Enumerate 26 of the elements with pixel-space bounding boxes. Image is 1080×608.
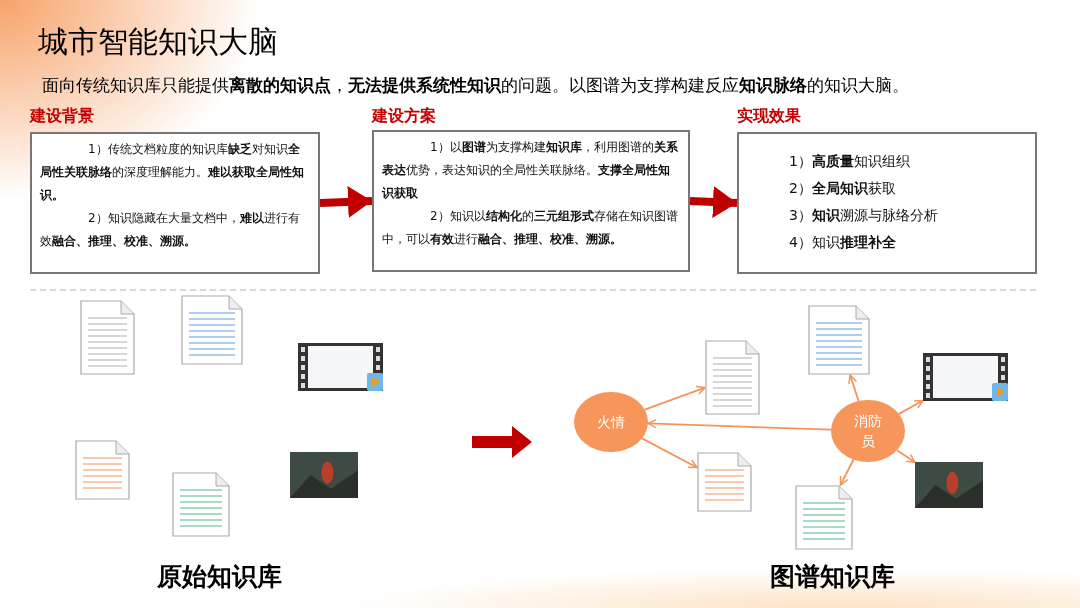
arrow — [689, 186, 738, 218]
arrow — [839, 458, 855, 486]
caption: 原始知识库 — [157, 561, 282, 593]
entity-label: 火情 — [597, 413, 625, 432]
paragraph: 2）知识隐藏在大量文档中，难以进行有效融合、推理、校准、溯源。 — [40, 210, 301, 250]
arrow — [643, 385, 706, 411]
section-heading: 建设背景 — [30, 106, 94, 127]
arrow — [898, 399, 924, 415]
list-item: 1）高质量知识组织 — [789, 152, 911, 171]
paragraph: 1）以图谱为支撑构建知识库，利用图谱的关系表达优势，表达知识的全局性关联脉络。支撑全局性知识获取 — [382, 139, 679, 202]
section-heading: 实现效果 — [737, 106, 801, 127]
arrow — [641, 437, 698, 469]
arrow — [647, 418, 832, 431]
list-item: 3）知识溯源与脉络分析 — [789, 206, 939, 225]
subtitle: 面向传统知识库只能提供离散的知识点，无法提供系统性知识的问题。以图谱为支撑构建反应知识脉络的知识大脑。 — [42, 74, 909, 97]
entity-label: 消防员 — [853, 412, 883, 451]
caption: 图谱知识库 — [770, 561, 895, 593]
slide-title: 城市智能知识大脑 — [38, 23, 278, 61]
paragraph: 2）知识以结构化的三元组形式存储在知识图谱中，可以有效进行融合、推理、校准、溯源。 — [382, 208, 679, 248]
arrow — [896, 449, 916, 464]
paragraph: 1）传统文档粒度的知识库缺乏对知识全局性关联脉络的深度理解能力。难以获取全局性知识。 — [40, 141, 305, 204]
section-heading: 建设方案 — [372, 106, 436, 127]
arrow — [848, 374, 860, 402]
list-item: 4）知识推理补全 — [789, 233, 897, 252]
list-item: 2）全局知识获取 — [789, 179, 897, 198]
arrow — [319, 185, 373, 218]
